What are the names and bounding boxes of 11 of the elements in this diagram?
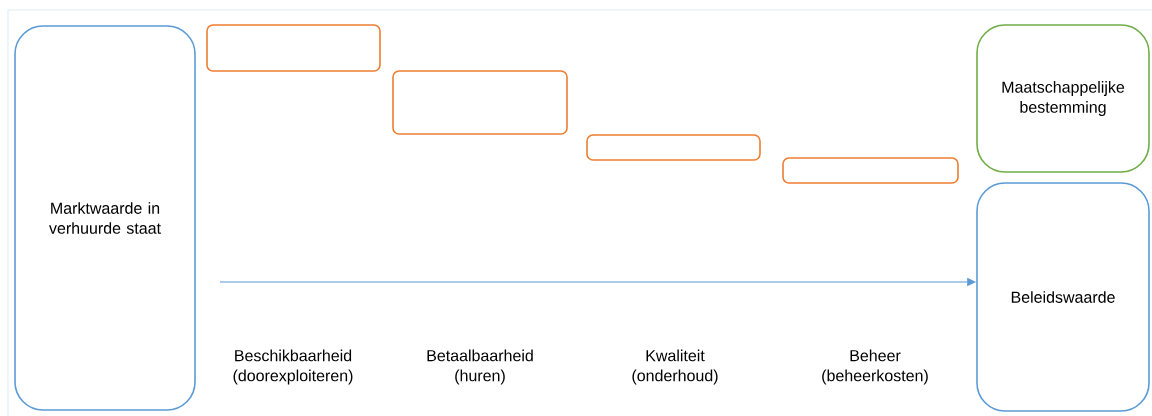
step-label: Kwaliteit (onderhoud) bbox=[632, 349, 718, 385]
step-label: Betaalbaarheid (huren) bbox=[427, 349, 533, 385]
value-box: Maatschappelijke bestemming bbox=[976, 24, 1150, 173]
empty-box bbox=[392, 70, 568, 135]
step-label: Beschikbaarheid (doorexploiteren) bbox=[233, 349, 353, 385]
value-box: Beleidswaarde bbox=[976, 182, 1150, 412]
empty-box bbox=[586, 134, 761, 161]
step-label: Beheer (beheerkosten) bbox=[822, 349, 928, 385]
value-box: Marktwaarde in verhuurde staat bbox=[14, 25, 196, 411]
empty-box bbox=[206, 24, 381, 72]
empty-box bbox=[782, 157, 959, 184]
